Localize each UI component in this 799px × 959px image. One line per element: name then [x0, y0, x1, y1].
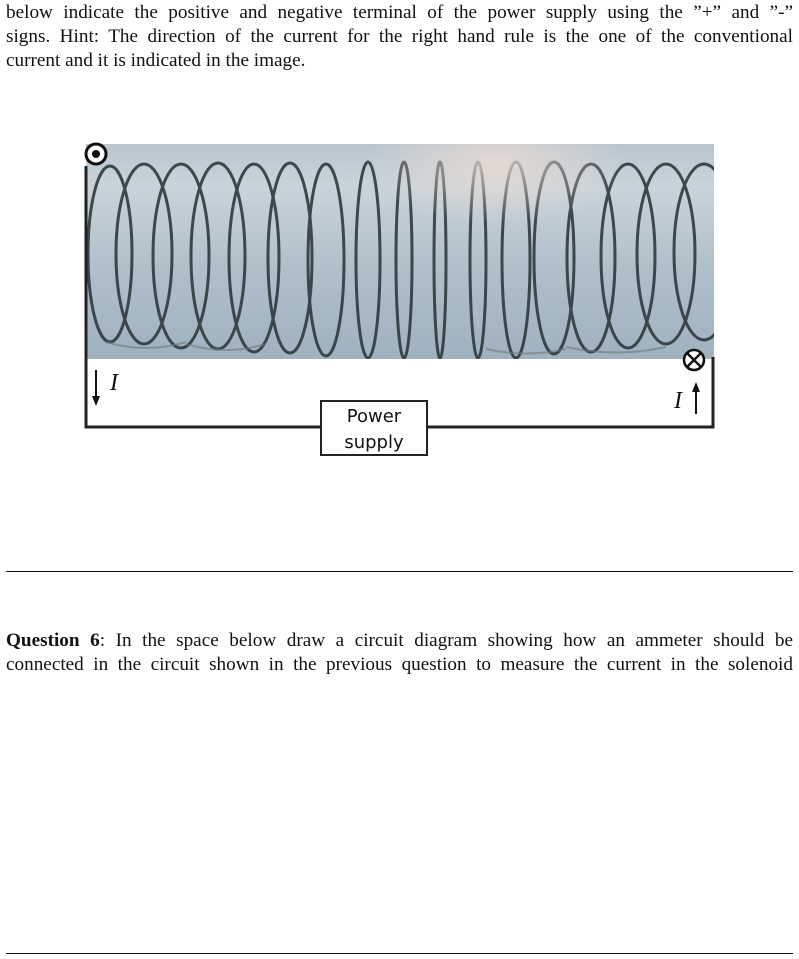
text-line: connected in the circuit shown in the pr… [6, 654, 793, 675]
arrow-up-icon [692, 382, 700, 414]
solenoid-circuit-figure: I I Power supply [84, 142, 716, 462]
arrow-down-icon [92, 370, 100, 406]
section-divider [6, 571, 793, 572]
answer-area-bottom-divider [6, 953, 793, 954]
text-line: below indicate the positive and negative… [6, 2, 793, 23]
current-label-right: I [674, 388, 682, 414]
dot-out-of-page-icon [84, 142, 108, 166]
power-supply-label-line2: supply [344, 432, 404, 453]
question6-text: Question 6: In the space below draw a ci… [6, 629, 793, 677]
question5-text: below indicate the positive and negative… [6, 1, 793, 73]
text-line: Question 6: In the space below draw a ci… [6, 630, 793, 651]
power-supply-box: Power supply [320, 400, 428, 456]
text-line: signs. Hint: The direction of the curren… [6, 26, 793, 47]
circuit-wires [84, 142, 715, 429]
text-line: current and it is indicated in the image… [6, 50, 306, 71]
power-supply-label-line1: Power [346, 406, 402, 427]
cross-into-page-icon [682, 348, 706, 372]
question-label: Question 6 [6, 630, 100, 651]
solenoid-photo [86, 144, 714, 359]
current-label-left: I [110, 370, 118, 396]
